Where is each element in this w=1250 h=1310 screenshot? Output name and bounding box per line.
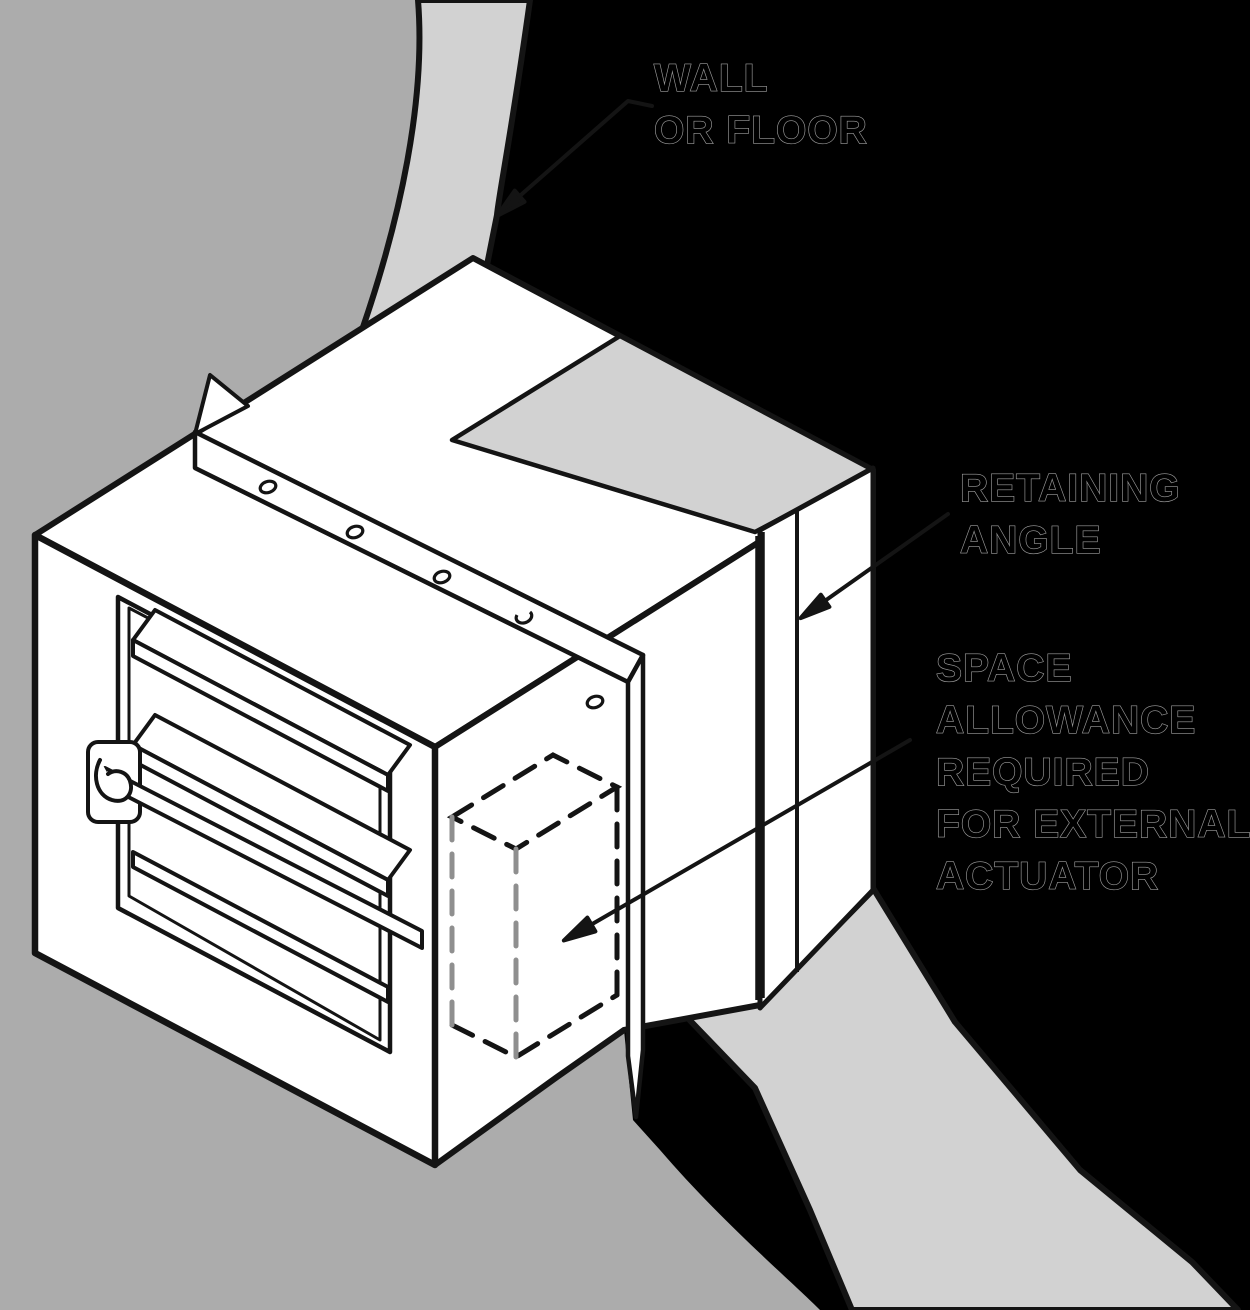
label-line: WALL	[653, 56, 769, 100]
rear-retaining-angle	[757, 465, 876, 1011]
arrowhead-icon	[561, 915, 598, 943]
label-line: OR FLOOR	[653, 108, 868, 152]
shaft-clip	[94, 758, 133, 803]
sleeve-back-edge	[755, 532, 765, 1000]
label-retaining-angle: RETAINING ANGLE	[959, 463, 1181, 567]
bolt-holes	[258, 479, 534, 625]
leader-retaining-angle	[798, 512, 950, 621]
arrowhead-icon	[495, 188, 527, 218]
louver-blade-bottom	[131, 850, 390, 1004]
leader-lines	[495, 99, 950, 943]
label-line: SPACE	[935, 646, 1073, 690]
front-retaining-angle-leg	[625, 652, 646, 1120]
label-line: RETAINING	[959, 466, 1181, 510]
leader-wall-or-floor	[495, 99, 654, 218]
label-line: ALLOWANCE	[935, 698, 1197, 742]
label-line: REQUIRED	[935, 750, 1150, 794]
arrowhead-icon	[798, 592, 832, 621]
leader-space-allowance	[561, 738, 912, 943]
label-line: FOR EXTERNAL	[935, 802, 1250, 846]
label-line: ANGLE	[959, 518, 1102, 562]
side-bolt-hole	[585, 694, 605, 710]
label-space-allowance: SPACE ALLOWANCE REQUIRED FOR EXTERNAL AC…	[935, 643, 1250, 903]
label-wall-or-floor: WALL OR FLOOR	[653, 53, 868, 157]
actuator-space-box	[446, 752, 623, 1060]
front-retaining-angle	[192, 373, 646, 1120]
jackshaft-rod	[86, 740, 424, 950]
louver-blades	[131, 608, 412, 1004]
wall-face	[0, 0, 820, 1310]
label-line: ACTUATOR	[935, 854, 1160, 898]
